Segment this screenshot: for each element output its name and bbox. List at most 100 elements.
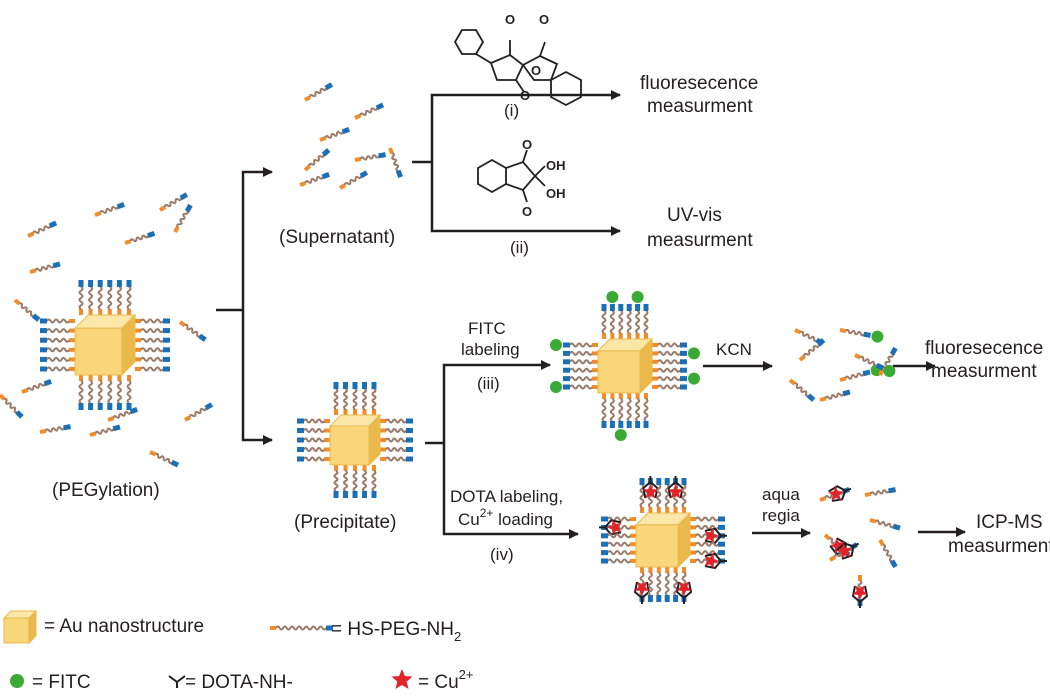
- amine-end: [718, 550, 725, 556]
- peg-backbone: [107, 286, 113, 310]
- thiol-end: [618, 393, 623, 399]
- thiol-end: [858, 575, 862, 581]
- legend: = Au nanostructure = HS-PEG-NH2 = FITC =…: [32, 616, 474, 693]
- peg-backbone: [657, 367, 681, 373]
- peg-backbone: [164, 197, 182, 208]
- cu-star: [836, 543, 852, 559]
- peg-chain: [380, 428, 413, 433]
- peg-chain: [39, 424, 71, 434]
- peg-backbone: [26, 382, 46, 391]
- thiol-end: [124, 239, 132, 245]
- amine-end: [126, 403, 132, 410]
- peg-backbone: [643, 398, 649, 422]
- thiol-end: [107, 416, 115, 422]
- fitc-dot: [688, 372, 700, 385]
- amine-end: [863, 331, 871, 338]
- peg-chain: [656, 478, 662, 513]
- peg-chain: [614, 393, 627, 441]
- text-labels: (PEGylation) (Supernatant) (Precipitate)…: [52, 73, 1050, 564]
- amine-end: [333, 491, 339, 498]
- dota-branches: [675, 581, 693, 604]
- peg-backbone: [845, 328, 865, 337]
- peg-backbone: [695, 550, 719, 556]
- chem-ii-hydroxyl-bottom: OH: [546, 186, 566, 201]
- thiol-end: [178, 320, 187, 328]
- amine-end: [889, 559, 898, 569]
- peg-chain: [601, 558, 636, 564]
- arrow-step-i: [430, 90, 621, 162]
- fitc-dot: [688, 347, 700, 360]
- thiol-end: [592, 343, 598, 347]
- cu-star: [642, 484, 658, 499]
- thiol-end: [98, 309, 103, 315]
- dota-chelator: [828, 485, 852, 502]
- thiol-end: [362, 465, 367, 471]
- amine-end: [40, 318, 47, 324]
- peg-backbone: [385, 456, 407, 462]
- peg-chain: [609, 393, 615, 428]
- amine-end: [639, 478, 645, 485]
- peg-chain: [303, 148, 331, 172]
- chem-i-oxygen-1: O: [505, 12, 515, 27]
- thiol-end: [79, 375, 83, 381]
- peg-backbone: [626, 310, 632, 334]
- peg-chain: [135, 347, 170, 353]
- peg-chain: [854, 353, 896, 378]
- peg-chain: [297, 456, 330, 462]
- peg-chain: [107, 375, 113, 410]
- amine-end: [324, 82, 334, 91]
- dota-branches: [642, 476, 659, 499]
- thiol-end: [88, 375, 93, 381]
- thiol-end: [627, 393, 632, 399]
- peg-chain: [173, 203, 193, 233]
- peg-backbone: [657, 359, 681, 365]
- thiol-end: [21, 388, 29, 394]
- peg-backbone: [371, 388, 377, 410]
- peg-chain: [0, 393, 24, 419]
- thiol-end: [592, 385, 598, 389]
- peg-backbone: [303, 437, 325, 443]
- peg-backbone: [116, 380, 122, 404]
- peg-backbone: [97, 286, 103, 310]
- peg-backbone: [308, 154, 325, 167]
- amine-end: [343, 382, 348, 389]
- peg-chain: [601, 541, 636, 547]
- chem-i-oxygen-3: O: [531, 63, 541, 78]
- amine-end: [656, 595, 662, 602]
- amine-end: [179, 192, 189, 201]
- amine-end: [97, 280, 103, 287]
- peg-chain: [673, 567, 679, 602]
- fitc-dot: [614, 429, 627, 441]
- peg-chain: [601, 304, 607, 339]
- peg-chain: [88, 375, 94, 410]
- peg-chain: [126, 280, 132, 315]
- amine-end: [601, 541, 608, 547]
- peg-chain: [563, 359, 598, 365]
- amine-end: [656, 478, 662, 485]
- thiol-end: [652, 343, 658, 347]
- amine-end: [680, 376, 687, 382]
- amine-end: [626, 304, 632, 311]
- chemical-structure-ii: [477, 149, 546, 203]
- amine-end: [563, 367, 570, 373]
- peg-backbone: [78, 380, 84, 404]
- thiol-end: [665, 507, 670, 513]
- label-icp-line1: ICP-MS: [976, 512, 1043, 533]
- peg-chain: [40, 318, 75, 324]
- peg-backbone: [664, 484, 670, 508]
- fitc-dot: [871, 330, 884, 343]
- thiol-end: [135, 319, 141, 323]
- thiol-end: [640, 507, 644, 513]
- peg-backbone: [664, 572, 670, 596]
- peg-chain: [380, 447, 413, 452]
- cu-star: [607, 519, 622, 536]
- amine-end: [406, 456, 413, 462]
- amine-end: [163, 318, 170, 324]
- peg-backbone: [859, 355, 878, 367]
- amine-end: [563, 384, 570, 390]
- dota-chelator: [704, 527, 727, 544]
- peg-backbone: [140, 356, 164, 362]
- thiol-end: [69, 328, 75, 333]
- peg-backbone: [46, 318, 70, 324]
- thiol-end: [324, 428, 330, 433]
